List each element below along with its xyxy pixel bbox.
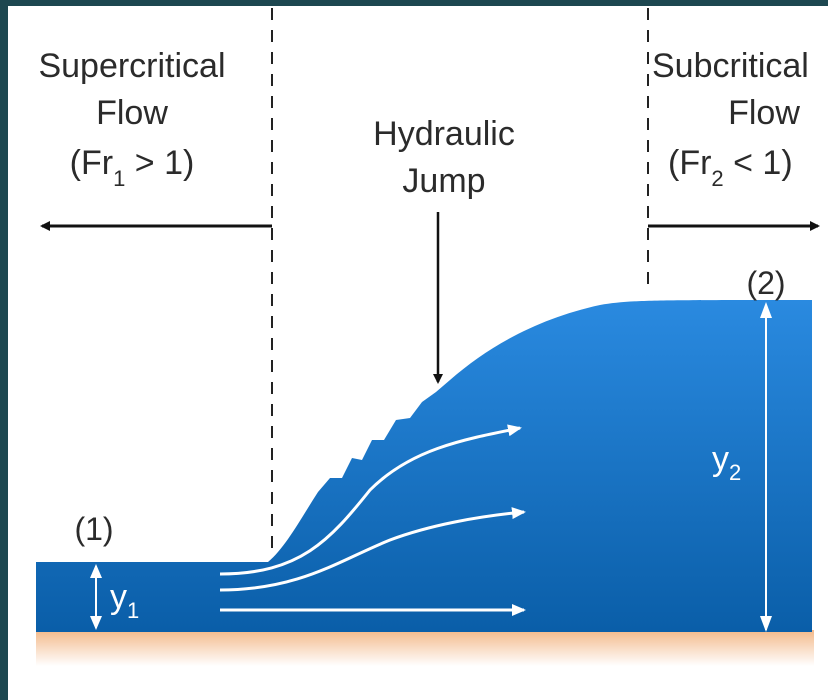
y1-base: y	[110, 578, 127, 616]
froude1-prefix: (Fr	[70, 144, 113, 182]
y1-sub: 1	[127, 598, 139, 623]
y2-arrowhead-top	[760, 302, 772, 318]
subcritical-froude: (Fr2 < 1)	[668, 144, 793, 191]
water-body	[36, 300, 812, 632]
section-1-label: (1)	[74, 511, 113, 547]
y1-label: y1	[110, 578, 139, 623]
froude1-sub: 1	[113, 166, 125, 191]
streamline-top	[219, 424, 522, 576]
jump-subtitle: Jump	[402, 162, 485, 200]
y2-sub: 2	[729, 460, 741, 485]
jump-title: Hydraulic	[373, 115, 515, 153]
subcritical-flow-label: Flow	[728, 94, 800, 132]
subcritical-title: Subcritical	[652, 47, 809, 85]
y1-arrowhead-top	[90, 564, 102, 578]
y2-arrowhead-bottom	[760, 616, 772, 632]
froude2-prefix: (Fr	[668, 144, 711, 182]
y2-base: y	[712, 440, 729, 478]
section-2-label: (2)	[746, 265, 785, 301]
supercritical-froude: (Fr1 > 1)	[70, 144, 195, 191]
supercritical-flow-label: Flow	[96, 94, 168, 132]
y1-arrowhead-bottom	[90, 616, 102, 630]
supercritical-title: Supercritical	[38, 47, 225, 85]
hydraulic-jump-diagram: Supercritical Flow (Fr1 > 1) Hydraulic J…	[36, 8, 820, 666]
froude2-suffix: < 1)	[724, 144, 793, 182]
y2-label: y2	[712, 440, 741, 485]
diagram-panel: Supercritical Flow (Fr1 > 1) Hydraulic J…	[8, 6, 828, 700]
froude2-sub: 2	[711, 166, 723, 191]
froude1-suffix: > 1)	[125, 144, 194, 182]
streamline-middle	[219, 507, 526, 592]
channel-bed	[36, 630, 814, 666]
